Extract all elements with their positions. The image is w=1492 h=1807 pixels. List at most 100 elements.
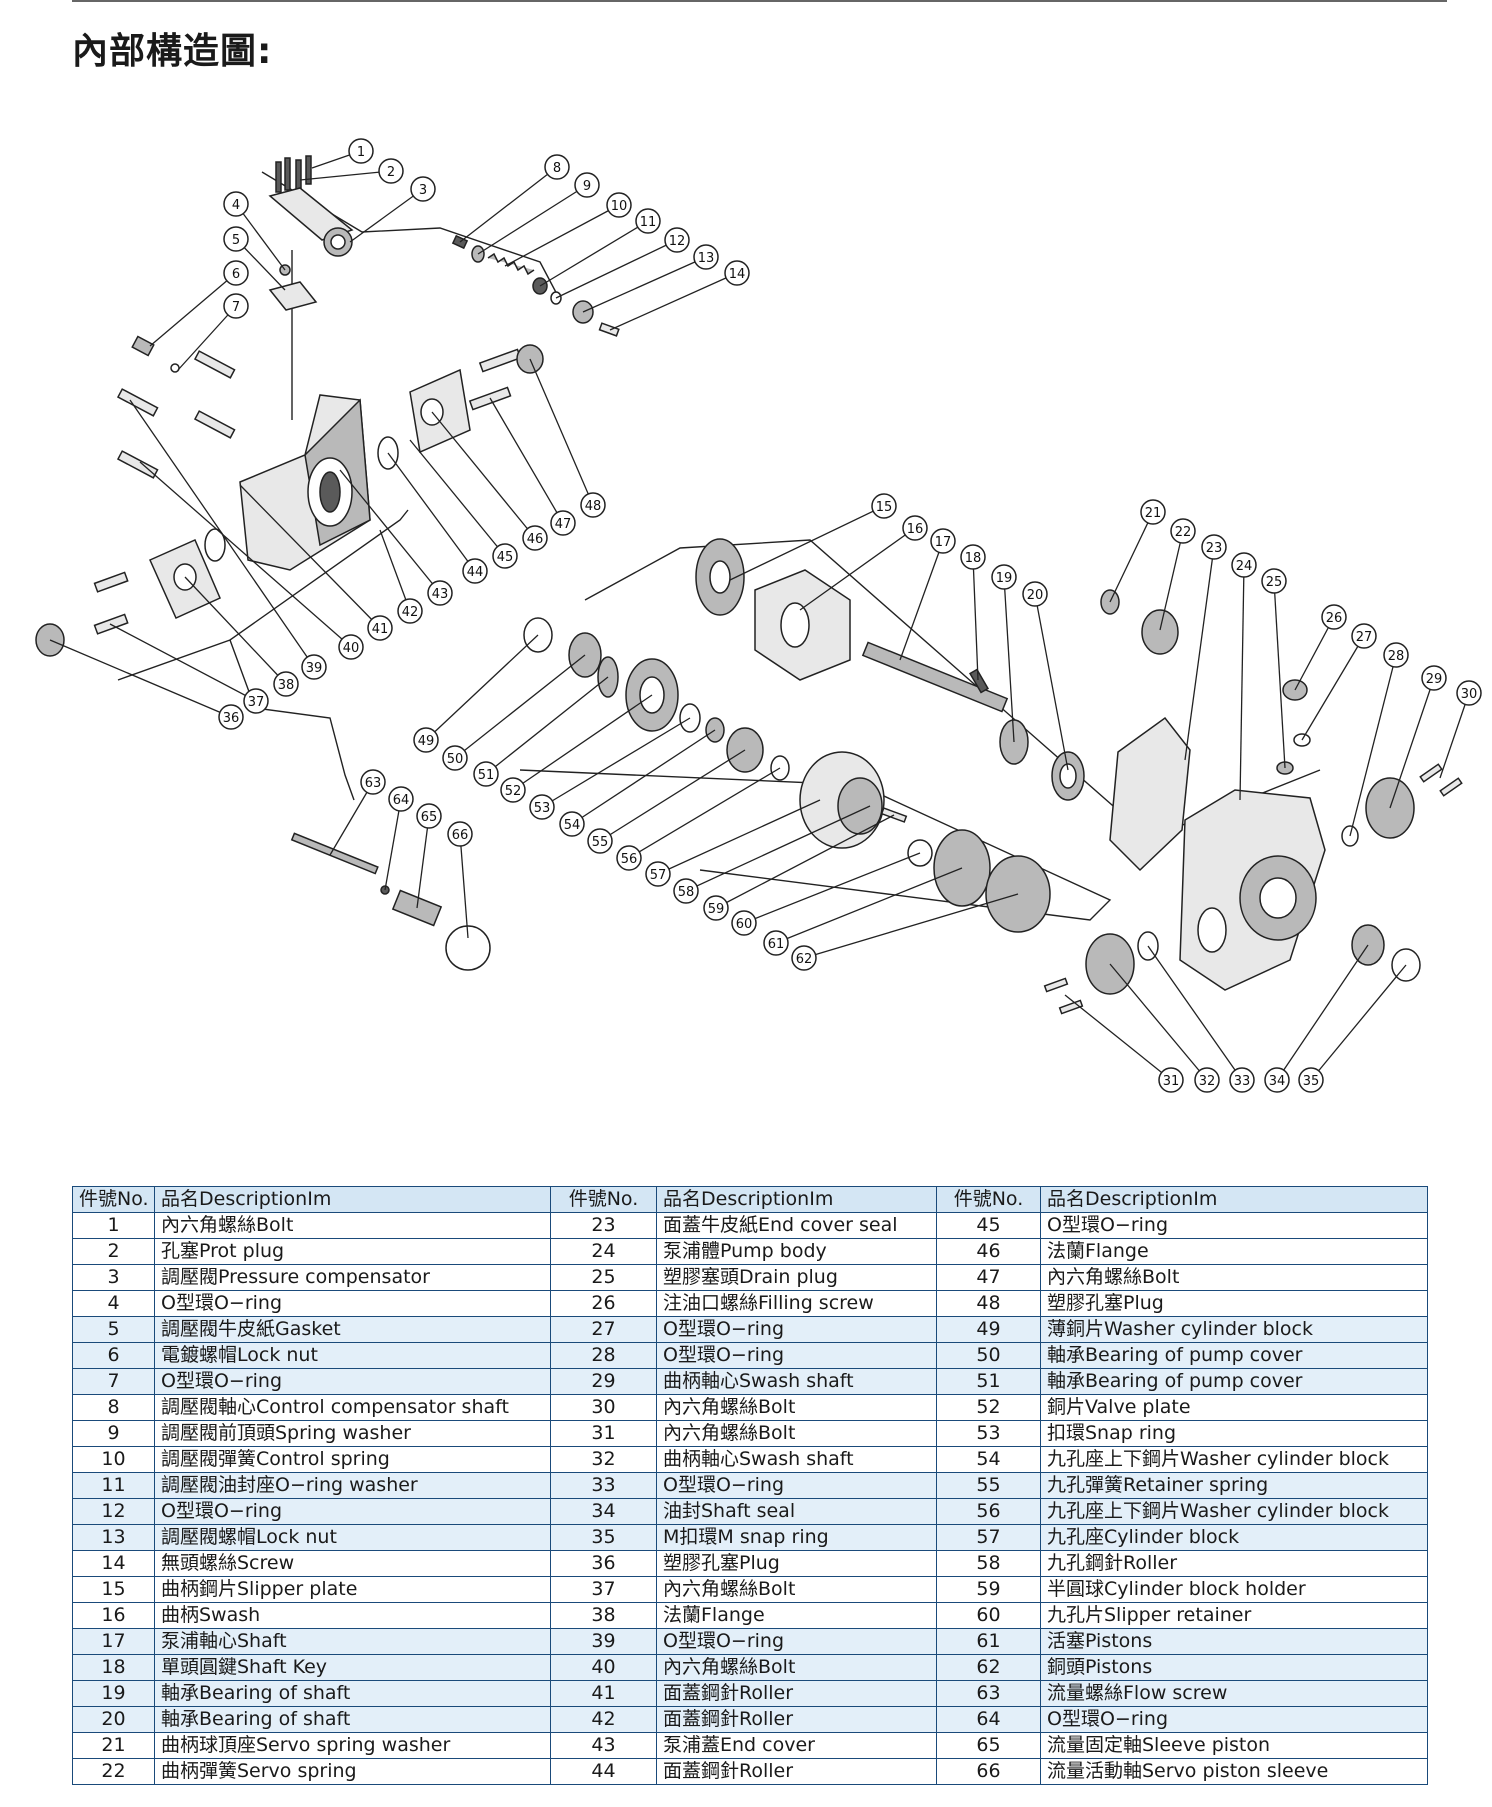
callout-3: 3 [410, 176, 436, 202]
part-number-cell: 60 [936, 1602, 1041, 1629]
callout-leader-57 [657, 799, 821, 875]
callout-circle [500, 777, 526, 803]
callout-circle [1261, 568, 1287, 594]
part-number-cell: 37 [550, 1576, 657, 1603]
part-number-cell: 61 [936, 1628, 1041, 1655]
callout-leader-14 [609, 272, 738, 331]
callout-circle [522, 525, 548, 551]
callout-circle [416, 803, 442, 829]
part-description-cell: 泵浦體Pump body [656, 1238, 937, 1265]
callout-circle [1298, 1067, 1324, 1093]
callout-circle [587, 828, 613, 854]
callout-8: 8 [544, 154, 570, 180]
callout-circle [223, 260, 249, 286]
part-number-cell: 58 [936, 1550, 1041, 1577]
callout-24: 24 [1231, 552, 1257, 578]
callout-number: 9 [583, 179, 591, 194]
part-number-cell: 46 [936, 1238, 1041, 1265]
part-number-cell: 43 [550, 1732, 657, 1759]
callout-15: 15 [871, 493, 897, 519]
callout-circle [902, 515, 928, 541]
part-description-cell: 調壓閥牛皮紙Gasket [154, 1316, 551, 1343]
callout-circle [1383, 642, 1409, 668]
part-description-cell: 流量固定軸Sleeve piston [1040, 1732, 1428, 1759]
callout-58: 58 [673, 878, 699, 904]
part-number-cell: 48 [936, 1290, 1041, 1317]
part-number-cell: 34 [550, 1498, 657, 1525]
callout-number: 5 [232, 233, 240, 248]
part-number-cell: 3 [72, 1264, 155, 1291]
callout-leader-54 [571, 729, 716, 825]
callout-number: 35 [1303, 1074, 1320, 1089]
callout-circle [447, 821, 473, 847]
callout-number: 58 [678, 885, 695, 900]
callout-number: 26 [1326, 611, 1343, 626]
callout-number: 34 [1269, 1074, 1286, 1089]
part-number-cell: 18 [72, 1654, 155, 1681]
callout-52: 52 [500, 777, 526, 803]
callout-leader-53 [541, 717, 691, 808]
part-number-cell: 12 [72, 1498, 155, 1525]
part-description-cell: 曲柄球頂座Servo spring washer [154, 1732, 551, 1759]
part-description-cell: 流量活動軸Servo piston sleeve [1040, 1758, 1428, 1785]
part-description-cell: 九孔鋼針Roller [1040, 1550, 1428, 1577]
callout-leader-13 [582, 256, 707, 313]
callout-number: 50 [447, 752, 464, 767]
callout-number: 21 [1145, 506, 1162, 521]
callout-leader-19 [1003, 576, 1015, 743]
part-number-cell: 31 [550, 1420, 657, 1447]
callout-5: 5 [223, 226, 249, 252]
callout-circle [1421, 665, 1447, 691]
column-header-description: 品名DescriptionIm [154, 1186, 551, 1213]
callout-number: 47 [555, 517, 572, 532]
callout-leader-55 [599, 749, 746, 842]
callout-circle [397, 598, 423, 624]
callout-leader-37 [109, 623, 257, 702]
part-description-cell: 軸承Bearing of pump cover [1040, 1368, 1428, 1395]
part-number-cell: 16 [72, 1602, 155, 1629]
callout-32: 32 [1194, 1067, 1220, 1093]
part-description-cell: 曲柄軸心Swash shaft [656, 1368, 937, 1395]
callout-leader-15 [729, 505, 885, 581]
callout-number: 33 [1234, 1074, 1251, 1089]
callout-circle [1158, 1067, 1184, 1093]
callout-number: 7 [232, 300, 240, 315]
callout-leader-29 [1389, 677, 1435, 809]
callout-leader-8 [459, 166, 558, 243]
top-rule [72, 0, 1447, 2]
callout-circle [473, 761, 499, 787]
part-description-cell: 曲柄Swash [154, 1602, 551, 1629]
callout-number: 59 [708, 902, 725, 917]
part-description-cell: 面蓋鋼針Roller [656, 1680, 937, 1707]
callout-leader-65 [416, 815, 430, 909]
callout-leader-64 [384, 798, 402, 891]
callout-leader-6 [149, 272, 237, 347]
part-description-cell: 無頭螺絲Screw [154, 1550, 551, 1577]
callout-51: 51 [473, 761, 499, 787]
part-description-cell: 面蓋牛皮紙End cover seal [656, 1212, 937, 1239]
callout-leader-59 [715, 814, 895, 909]
callout-number: 2 [387, 165, 395, 180]
part-number-cell: 30 [550, 1394, 657, 1421]
part-number-cell: 24 [550, 1238, 657, 1265]
callout-circle [492, 543, 518, 569]
part-number-cell: 7 [72, 1368, 155, 1395]
callout-56: 56 [616, 845, 642, 871]
callout-circle [223, 293, 249, 319]
callout-number: 18 [965, 551, 982, 566]
callout-61: 61 [763, 930, 789, 956]
callout-number: 55 [592, 835, 609, 850]
callout-42: 42 [397, 598, 423, 624]
callout-circle [338, 634, 364, 660]
part-description-cell: 塑膠塞頭Drain plug [656, 1264, 937, 1291]
callout-number: 62 [796, 952, 813, 967]
callout-number: 16 [907, 522, 924, 537]
part-description-cell: 內六角螺絲Bolt [656, 1394, 937, 1421]
callout-leader-2 [299, 170, 392, 181]
part-description-cell: 流量螺絲Flow screw [1040, 1680, 1428, 1707]
column-header-no: 件號No. [72, 1186, 155, 1213]
